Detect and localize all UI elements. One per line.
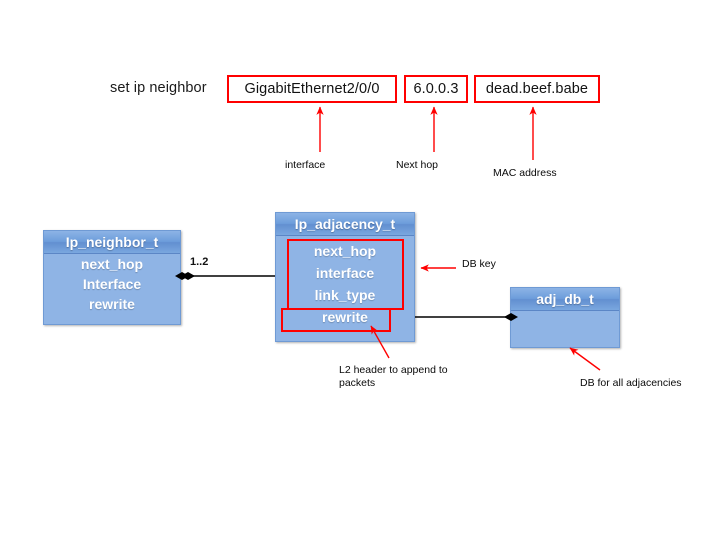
attribute-interface: interface bbox=[315, 265, 375, 281]
class-attributes-ip-adjacency: next_hop interface link_type rewrite bbox=[276, 236, 414, 328]
attribute-interface: Interface bbox=[82, 276, 142, 292]
annotation-l2-header: L2 header to append to packets bbox=[339, 364, 448, 390]
class-title-adj-db: adj_db_t bbox=[511, 288, 619, 311]
association-adjacency-adjdb bbox=[415, 313, 518, 321]
caption-mac-address: MAC address bbox=[493, 167, 557, 179]
class-box-ip-neighbor: Ip_neighbor_t next_hop Interface rewrite bbox=[43, 230, 181, 325]
highlight-db-key-fields bbox=[287, 239, 404, 310]
command-arg-nexthop-box: 6.0.0.3 bbox=[404, 75, 468, 103]
class-box-adj-db: adj_db_t bbox=[510, 287, 620, 348]
highlight-rewrite-field bbox=[281, 308, 391, 332]
command-arg-mac-box: dead.beef.babe bbox=[474, 75, 600, 103]
annotation-db-key: DB key bbox=[462, 258, 496, 270]
class-box-ip-adjacency: Ip_adjacency_t next_hop interface link_t… bbox=[275, 212, 415, 342]
class-title-ip-adjacency: Ip_adjacency_t bbox=[276, 213, 414, 236]
command-prefix-label: set ip neighbor bbox=[110, 80, 207, 96]
command-arg-interface-box: GigabitEthernet2/0/0 bbox=[227, 75, 397, 103]
attribute-next-hop: next_hop bbox=[313, 243, 377, 259]
attribute-rewrite: rewrite bbox=[322, 309, 368, 325]
association-neighbor-adjacency bbox=[175, 272, 275, 280]
attribute-link-type: link_type bbox=[314, 287, 376, 303]
attribute-rewrite: rewrite bbox=[89, 296, 135, 312]
caption-next-hop: Next hop bbox=[396, 159, 439, 171]
class-title-ip-neighbor: Ip_neighbor_t bbox=[44, 231, 180, 254]
multiplicity-label-neighbor-adjacency: 1..2 bbox=[190, 256, 209, 268]
class-attributes-ip-neighbor: next_hop Interface rewrite bbox=[44, 254, 180, 314]
aggregation-diamond-neighbor bbox=[181, 272, 195, 280]
caption-interface: interface bbox=[285, 159, 326, 171]
annotation-db-all-adjacencies: DB for all adjacencies bbox=[580, 377, 682, 389]
callout-arrow-db-all-adjacencies bbox=[569, 347, 601, 371]
attribute-next-hop: next_hop bbox=[80, 256, 144, 272]
